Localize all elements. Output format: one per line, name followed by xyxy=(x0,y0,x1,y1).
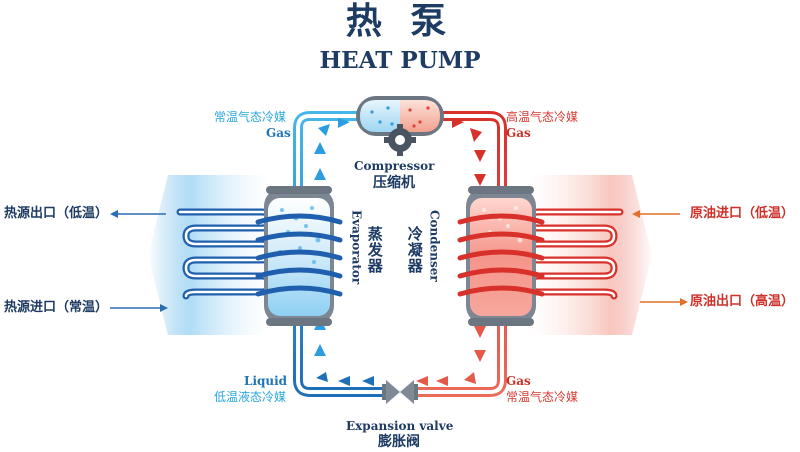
arrow-left-icon xyxy=(416,376,428,386)
arrow-left-icon xyxy=(436,376,448,386)
arrow-up-icon xyxy=(318,124,330,136)
arrow-up-icon xyxy=(314,142,326,154)
state-top-left-cn: 常温气态冷媒 xyxy=(214,110,287,124)
cold-side-background xyxy=(148,175,270,335)
arrow-left-icon xyxy=(110,210,118,218)
arrow-left-icon xyxy=(464,372,476,384)
arrow-right-icon xyxy=(680,298,688,306)
compressor-label-en: Compressor xyxy=(354,159,435,173)
oil-outlet-label: 原油出口（高温） xyxy=(690,294,795,309)
arrow-down-icon xyxy=(470,128,482,142)
state-top-left-en: Gas xyxy=(266,126,291,140)
state-bottom-right-en: Gas xyxy=(506,374,531,388)
evaporator-tank xyxy=(255,186,343,326)
condenser-tank xyxy=(457,186,545,326)
arrow-left-icon xyxy=(362,376,374,386)
arrow-left-icon xyxy=(338,376,350,386)
arrow-up-icon xyxy=(314,168,326,180)
arrow-up-icon xyxy=(314,344,326,356)
arrow-down-icon xyxy=(474,326,486,338)
oil-inlet-label: 原油进口（低温） xyxy=(690,206,795,221)
heat-source-inlet-label: 热源进口（常温） xyxy=(4,300,109,315)
heat-source-outlet-label: 热源出口（低温） xyxy=(4,206,109,221)
side-arrows xyxy=(110,210,688,312)
flow-arrows xyxy=(314,118,486,386)
evaporator-label-en: Evaporator xyxy=(349,210,364,285)
state-bottom-left-en: Liquid xyxy=(244,374,288,388)
compressor-label-cn: 压缩机 xyxy=(373,175,415,191)
arrow-left-icon xyxy=(316,372,328,382)
evaporator-label-cn: 蒸发器 xyxy=(365,226,384,274)
hot-side-background xyxy=(530,175,652,335)
arrow-left-icon xyxy=(632,210,640,218)
title-cn: 热 泵 xyxy=(345,1,455,42)
condenser-label-cn: 冷凝器 xyxy=(405,226,424,274)
state-bottom-right-cn: 常温气态冷媒 xyxy=(506,390,579,404)
arrow-down-icon xyxy=(474,174,486,186)
expansion-valve-label-cn: 膨胀阀 xyxy=(378,434,420,450)
expansion-valve-icon xyxy=(382,380,418,404)
compressor-unit xyxy=(356,96,444,156)
arrow-down-icon xyxy=(474,350,486,362)
gear-icon xyxy=(384,124,416,156)
arrow-right-icon xyxy=(452,118,464,128)
title-en: HEAT PUMP xyxy=(319,47,481,74)
state-top-right-en: Gas xyxy=(506,126,531,140)
state-top-right-cn: 高温气态冷媒 xyxy=(506,110,579,124)
arrow-right-icon xyxy=(160,304,168,312)
condenser-label-en: Condenser xyxy=(427,210,442,282)
state-bottom-left-cn: 低温液态冷媒 xyxy=(214,390,287,404)
arrow-right-icon xyxy=(338,118,350,128)
arrow-down-icon xyxy=(474,150,486,162)
expansion-valve-label-en: Expansion valve xyxy=(346,419,454,433)
